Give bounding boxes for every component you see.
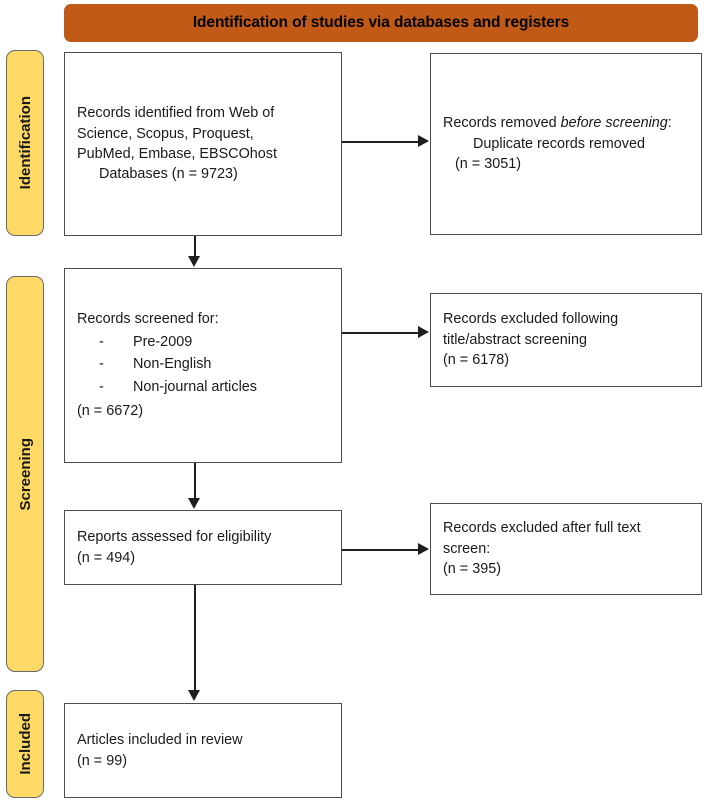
connector-identified-to-screened <box>194 236 196 258</box>
stage-identification-text: Identification <box>16 96 34 190</box>
diagram-banner: Identification of studies via databases … <box>64 4 698 42</box>
arrowhead-screened-to-eligibility <box>188 498 200 509</box>
records-removed-lead-text: Records removed <box>443 115 561 132</box>
connector-screened-to-excluded-title <box>342 332 419 334</box>
records-screened-criterion-3: - Non-journal articles <box>77 377 329 397</box>
connector-screened-to-eligibility <box>194 463 196 500</box>
records-screened-criterion-2: - Non-English <box>77 354 329 374</box>
box-records-removed-content: Records removed before screening: Duplic… <box>431 113 701 174</box>
connector-identified-to-removed <box>342 141 419 143</box>
connector-eligibility-to-excluded-full <box>342 549 419 551</box>
box-records-excluded-full-text-content: Records excluded after full text screen:… <box>431 518 701 579</box>
box-records-screened-content: Records screened for: - Pre-2009 - Non-Eng… <box>65 309 341 421</box>
box-records-excluded-title-abstract: Records excluded following title/abstrac… <box>430 293 702 387</box>
records-removed-count: (n = 3051) <box>455 156 522 173</box>
records-screened-heading: Records screened for: <box>77 311 219 328</box>
records-identified-line-1: Records identified from Web of <box>77 105 275 122</box>
box-reports-assessed-eligibility: Reports assessed for eligibility (n = 49… <box>64 510 342 585</box>
reports-assessed-count: (n = 494) <box>77 549 135 566</box>
arrowhead-screened-to-excluded-title <box>418 326 429 338</box>
box-records-removed-before-screening: Records removed before screening: Duplic… <box>430 53 702 235</box>
box-records-excluded-title-abstract-content: Records excluded following title/abstrac… <box>431 309 701 370</box>
box-records-identified: Records identified from Web of Science, … <box>64 52 342 236</box>
stage-label-included: Included <box>6 690 44 798</box>
reports-assessed-line-1: Reports assessed for eligibility <box>77 529 272 546</box>
records-excluded-title-count: (n = 6178) <box>443 352 510 369</box>
banner-title: Identification of studies via databases … <box>192 14 570 31</box>
stage-screening-text: Screening <box>16 437 34 511</box>
records-removed-lead: Records removed before screening: <box>443 113 689 133</box>
arrowhead-eligibility-to-included <box>188 690 200 701</box>
records-identified-line-2: Science, Scopus, Proquest, <box>77 125 254 142</box>
records-identified-count: Databases (n = 9723) <box>99 166 238 183</box>
records-excluded-title-line-2: title/abstract screening <box>443 331 587 348</box>
records-excluded-full-line-2: screen: <box>443 540 491 557</box>
articles-included-count: (n = 99) <box>77 752 127 769</box>
box-records-identified-content: Records identified from Web of Science, … <box>65 103 341 185</box>
records-identified-line-3: PubMed, Embase, EBSCOhost <box>77 146 277 162</box>
articles-included-line-1: Articles included in review <box>77 732 243 749</box>
box-records-excluded-full-text: Records excluded after full text screen:… <box>430 503 702 595</box>
box-articles-included-content: Articles included in review (n = 99) <box>65 730 341 771</box>
box-articles-included: Articles included in review (n = 99) <box>64 703 342 798</box>
records-removed-detail: Duplicate records removed <box>473 135 645 152</box>
arrowhead-identified-to-removed <box>418 135 429 147</box>
records-excluded-full-count: (n = 395) <box>443 561 501 578</box>
bullet-dash-icon: - <box>99 378 104 395</box>
stage-label-identification: Identification <box>6 50 44 236</box>
records-excluded-title-line-1: Records excluded following <box>443 311 619 328</box>
records-removed-colon: : <box>667 115 672 132</box>
stage-label-screening: Screening <box>6 276 44 672</box>
connector-eligibility-to-included <box>194 585 196 692</box>
records-screened-criterion-3-text: Non-journal articles <box>133 378 257 395</box>
box-records-screened: Records screened for: - Pre-2009 - Non-Eng… <box>64 268 342 463</box>
arrowhead-identified-to-screened <box>188 256 200 267</box>
records-removed-italic-phrase: before screening <box>560 115 668 132</box>
box-reports-assessed-content: Reports assessed for eligibility (n = 49… <box>65 527 341 568</box>
bullet-dash-icon: - <box>99 356 104 373</box>
records-screened-criterion-1-text: Pre-2009 <box>133 333 193 350</box>
records-screened-criterion-2-text: Non-English <box>133 356 212 373</box>
arrowhead-eligibility-to-excluded-full <box>418 543 429 555</box>
stage-included-text: Included <box>16 713 34 775</box>
records-screened-criterion-1: - Pre-2009 <box>77 332 329 352</box>
records-excluded-full-line-1: Records excluded after full text <box>443 520 641 537</box>
bullet-dash-icon: - <box>99 333 104 350</box>
records-screened-count: (n = 6672) <box>77 403 144 420</box>
